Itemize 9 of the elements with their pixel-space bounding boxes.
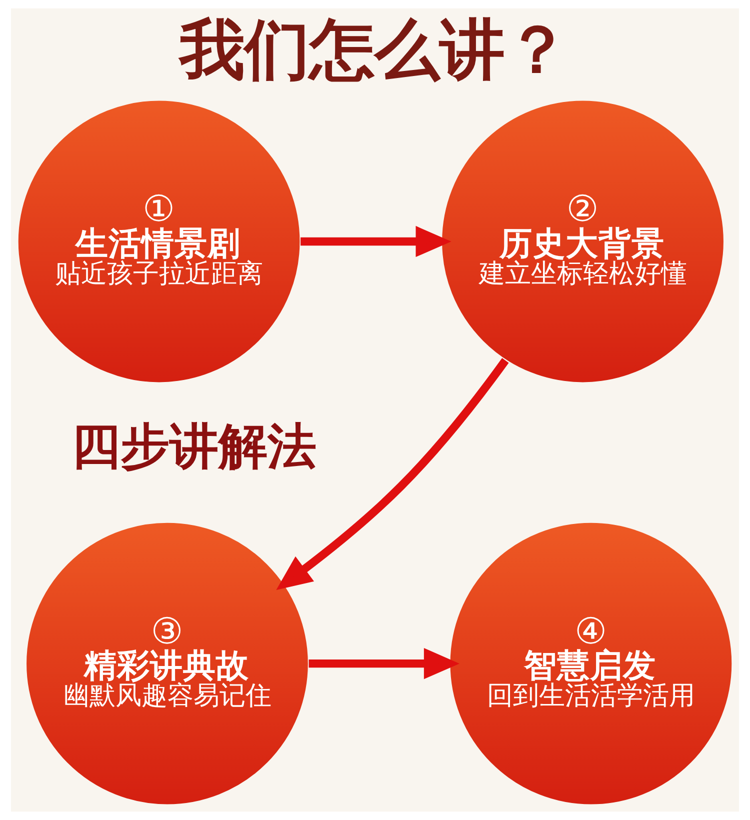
node-circle: ① 生活情景剧 贴近孩子拉近距离 xyxy=(16,99,302,384)
arrow xyxy=(308,648,460,680)
node-circle: ③ 精彩讲典故 幽默风趣容易记住 xyxy=(24,521,310,806)
node-circle: ④ 智慧启发 回到生活活学活用 xyxy=(448,521,734,806)
diagram-title: 我们怎么讲？ xyxy=(180,12,570,88)
arrow xyxy=(276,358,509,590)
node-circle: ② 历史大背景 建立坐标轻松好懂 xyxy=(440,99,726,384)
arrow xyxy=(300,226,452,258)
label: 四步讲解法 xyxy=(72,417,317,476)
